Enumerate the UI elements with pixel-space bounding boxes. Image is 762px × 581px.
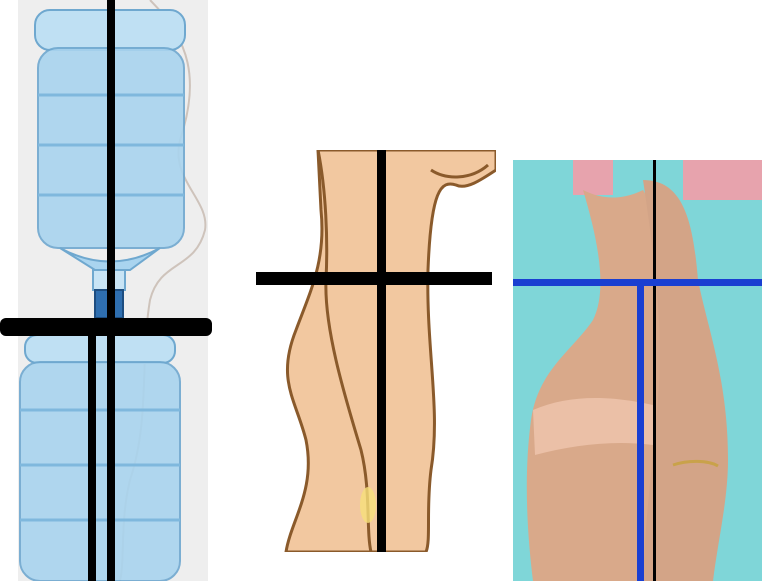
bottom-water-jug [20, 335, 180, 581]
top-garment-right [683, 160, 762, 200]
secondary-vertical-line [88, 330, 96, 581]
water-bottle-illustration [0, 0, 215, 581]
photo-panel [513, 160, 762, 581]
water-bottle-panel [0, 0, 215, 581]
blue-vertical-line [637, 280, 644, 581]
illustration-panel [256, 150, 496, 552]
photo-body-profile [513, 160, 762, 581]
hand-highlight [360, 487, 376, 523]
blue-horizontal-line [513, 279, 762, 286]
illustrated-body-profile [256, 150, 496, 552]
vertical-alignment-line [107, 0, 115, 581]
vertical-alignment-line [653, 160, 656, 581]
top-garment-left [573, 160, 613, 195]
horizontal-divider-line [0, 318, 212, 336]
vertical-alignment-line [377, 150, 386, 552]
horizontal-alignment-line [256, 272, 492, 285]
